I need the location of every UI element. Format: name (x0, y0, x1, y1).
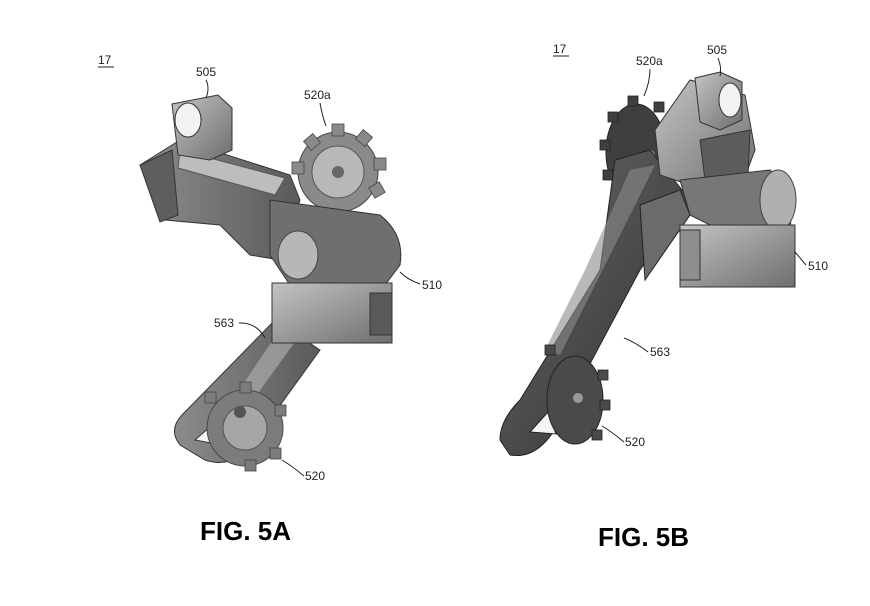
label-563-5b: 563 (650, 345, 670, 359)
figure-caption-5b: FIG. 5B (598, 522, 689, 552)
leader-520a-5a (319, 102, 327, 127)
lower-pulley-5a (204, 381, 287, 472)
leader-563-5a (238, 322, 266, 339)
label-563-5a: 563 (214, 316, 234, 330)
leader-520-5b (601, 425, 625, 443)
leader-563-5b (623, 337, 649, 353)
figure-5b: 17 (499, 42, 828, 552)
sheet-number-left: 17 (98, 53, 112, 67)
leader-520a-5b (643, 68, 651, 97)
sheet-number-right: 17 (553, 42, 567, 56)
label-505-5b: 505 (707, 43, 727, 57)
figure-5a: 17 (98, 53, 442, 546)
cage-arm-5b (499, 149, 691, 457)
label-520-5a: 520 (305, 469, 325, 483)
leader-505-5b (717, 57, 722, 77)
label-520a-5b: 520a (636, 54, 663, 68)
derailleur-body-5b (654, 79, 797, 288)
lower-pulley-5b (544, 344, 611, 445)
label-520-5b: 520 (625, 435, 645, 449)
label-505-5a: 505 (196, 65, 216, 79)
mount-5b (694, 71, 743, 131)
upper-pulley-5a (291, 123, 387, 213)
leader-510-5b (794, 251, 807, 266)
leader-510-5a (399, 271, 421, 285)
leader-505-5a (205, 79, 209, 99)
mount-5a (139, 94, 233, 223)
derailleur-body-5a (139, 139, 402, 344)
label-520a-5a: 520a (304, 88, 331, 102)
label-510-5a: 510 (422, 278, 442, 292)
label-510-5b: 510 (808, 259, 828, 273)
leader-520-5a (281, 459, 305, 477)
figure-caption-5a: FIG. 5A (200, 516, 291, 546)
